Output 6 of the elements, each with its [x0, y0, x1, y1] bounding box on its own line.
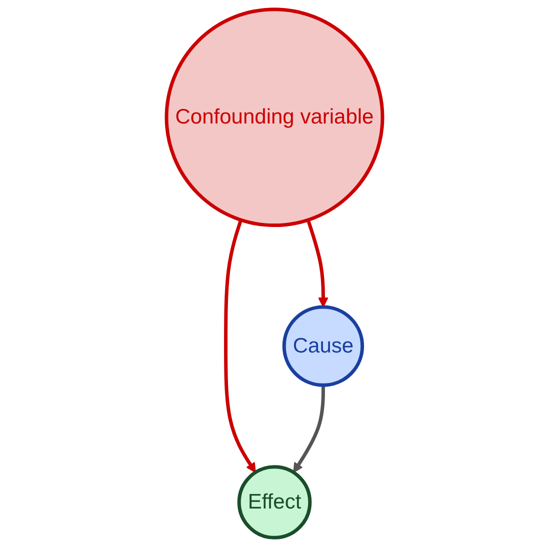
node-circle: Confounding variable — [164, 8, 384, 228]
arrow — [306, 219, 328, 308]
arrow — [224, 219, 256, 473]
node-circle: Cause — [282, 305, 364, 387]
node-circle: Effect — [237, 465, 312, 540]
arrow — [293, 385, 325, 473]
